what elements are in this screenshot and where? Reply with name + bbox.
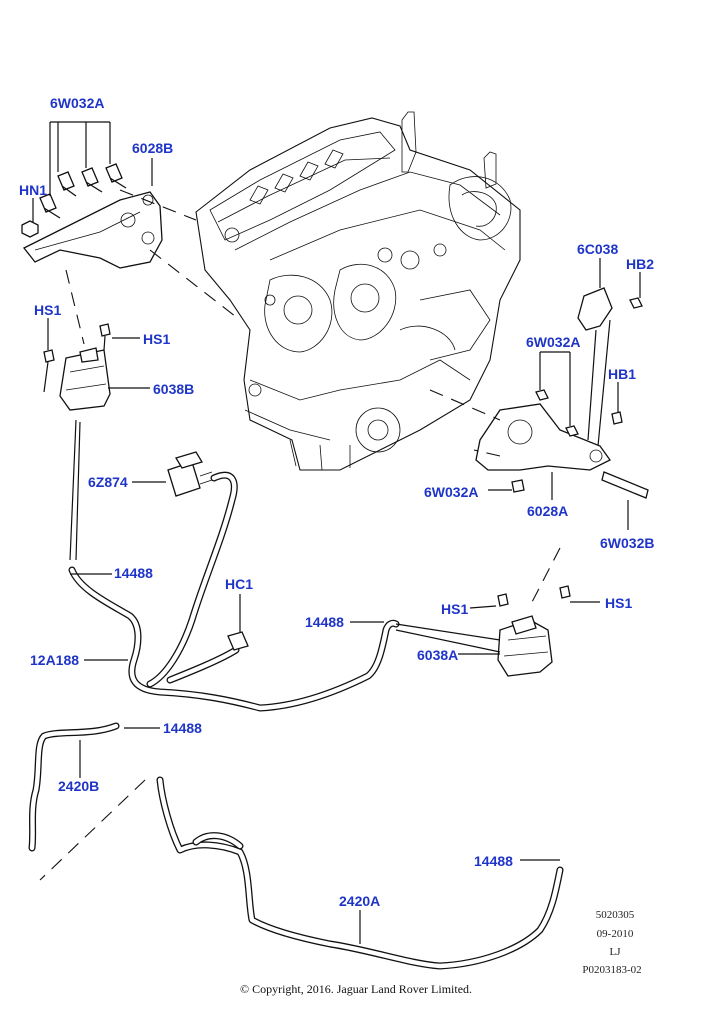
bracket-6028a-drawing [475, 351, 649, 530]
drawing-date: 09-2010 [597, 928, 634, 940]
leader-lines-6038b [47, 318, 150, 389]
label-6w032a-top: 6W032A [50, 95, 104, 111]
harness-2420a-drawing [156, 776, 564, 970]
drawing-initials: LJ [610, 946, 622, 958]
label-hs1-left: HS1 [34, 302, 61, 318]
label-hs1-left-2: HS1 [143, 331, 170, 347]
label-2420a: 2420A [339, 893, 380, 909]
vacuum-hoses-drawing [68, 471, 400, 712]
reference-number: 5020305 [596, 909, 635, 921]
label-hn1: HN1 [19, 182, 47, 198]
callout-labels: 6W032A 6028B HN1 HS1 HS1 6038B 6Z874 144… [19, 95, 654, 909]
label-14488-a: 14488 [114, 565, 153, 581]
label-14488-b: 14488 [305, 614, 344, 630]
label-6z874: 6Z874 [88, 474, 128, 490]
label-hs1-right-2: HS1 [605, 595, 632, 611]
label-14488-c: 14488 [163, 720, 202, 736]
shield-6c038-drawing [577, 258, 643, 447]
drawing-metadata: 5020305 09-2010 LJ P0203183-02 [582, 909, 641, 976]
label-6c038: 6C038 [577, 241, 618, 257]
label-6w032a-right: 6W032A [526, 334, 580, 350]
bracket-6028b-drawing [21, 191, 163, 269]
label-14488-d: 14488 [474, 853, 513, 869]
label-hb1: HB1 [608, 366, 636, 382]
engine-block-illustration [195, 111, 521, 471]
copyright-notice: © Copyright, 2016. Jaguar Land Rover Lim… [240, 982, 472, 996]
leader-lines-left [32, 121, 153, 222]
label-6038b: 6038B [153, 381, 194, 397]
part-code: P0203183-02 [582, 964, 641, 976]
label-6w032b: 6W032B [600, 535, 654, 551]
mount-6038b-drawing [43, 323, 111, 411]
exploded-view-dashed-lines [39, 189, 561, 881]
label-6038a: 6038A [417, 647, 458, 663]
label-6w032a-lower: 6W032A [424, 484, 478, 500]
label-12a188: 12A188 [30, 652, 79, 668]
label-6028b: 6028B [132, 140, 173, 156]
label-6028a: 6028A [527, 503, 568, 519]
label-hb2: HB2 [626, 256, 654, 272]
label-hs1-right-1: HS1 [441, 601, 468, 617]
label-2420b: 2420B [58, 778, 99, 794]
mount-6038a-drawing [395, 585, 600, 677]
bolts-6w032a-top-drawing [39, 163, 127, 219]
label-hc1: HC1 [225, 576, 253, 592]
harness-2420b-drawing [28, 722, 160, 852]
valve-6z874-drawing [132, 451, 213, 497]
